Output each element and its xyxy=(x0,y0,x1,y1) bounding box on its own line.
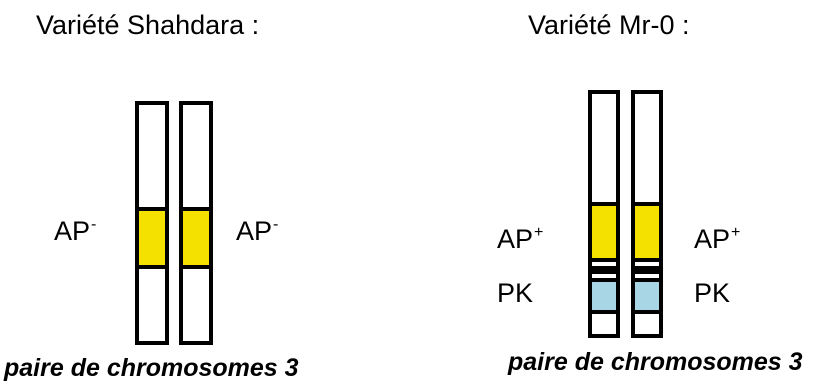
mr0-chromosome-1-ap-band xyxy=(592,202,616,262)
shahdara-chromosome-2-ap-band xyxy=(183,207,209,269)
mr0-chromosome-1-pk-band xyxy=(592,278,616,314)
shahdara-title: Variété Shahdara : xyxy=(36,10,260,40)
mr0-chromosome-1 xyxy=(588,90,620,338)
shahdara-chromosome-2 xyxy=(179,101,213,345)
shahdara-chromosome-1-ap-band xyxy=(139,207,165,269)
shahdara-label-left-text: AP xyxy=(54,216,91,246)
shahdara-label-right: AP- xyxy=(236,216,279,246)
mr0-ap-label-right-text: AP xyxy=(694,224,731,254)
mr0-title: Variété Mr-0 : xyxy=(528,10,690,40)
mr0-caption: paire de chromosomes 3 xyxy=(508,348,803,376)
mr0-chromosome-2-ap-band xyxy=(635,202,659,262)
mr0-chromosome-2-separator xyxy=(635,266,659,274)
mr0-chromosome-2 xyxy=(631,90,663,338)
mr0-ap-label-right-sup: + xyxy=(731,224,741,241)
shahdara-label-right-sup: - xyxy=(273,216,279,233)
mr0-pk-label-left: PK xyxy=(497,278,534,308)
shahdara-caption: paire de chromosomes 3 xyxy=(4,354,299,382)
shahdara-chromosome-1 xyxy=(135,101,169,345)
mr0-ap-label-right: AP+ xyxy=(694,224,741,254)
shahdara-label-right-text: AP xyxy=(236,216,273,246)
shahdara-label-left-sup: - xyxy=(91,216,97,233)
mr0-ap-label-left: AP+ xyxy=(497,224,544,254)
mr0-pk-label-right: PK xyxy=(694,278,731,308)
mr0-ap-label-left-sup: + xyxy=(534,224,544,241)
shahdara-label-left: AP- xyxy=(54,216,97,246)
mr0-chromosome-2-pk-band xyxy=(635,278,659,314)
mr0-ap-label-left-text: AP xyxy=(497,224,534,254)
mr0-chromosome-1-separator xyxy=(592,266,616,274)
